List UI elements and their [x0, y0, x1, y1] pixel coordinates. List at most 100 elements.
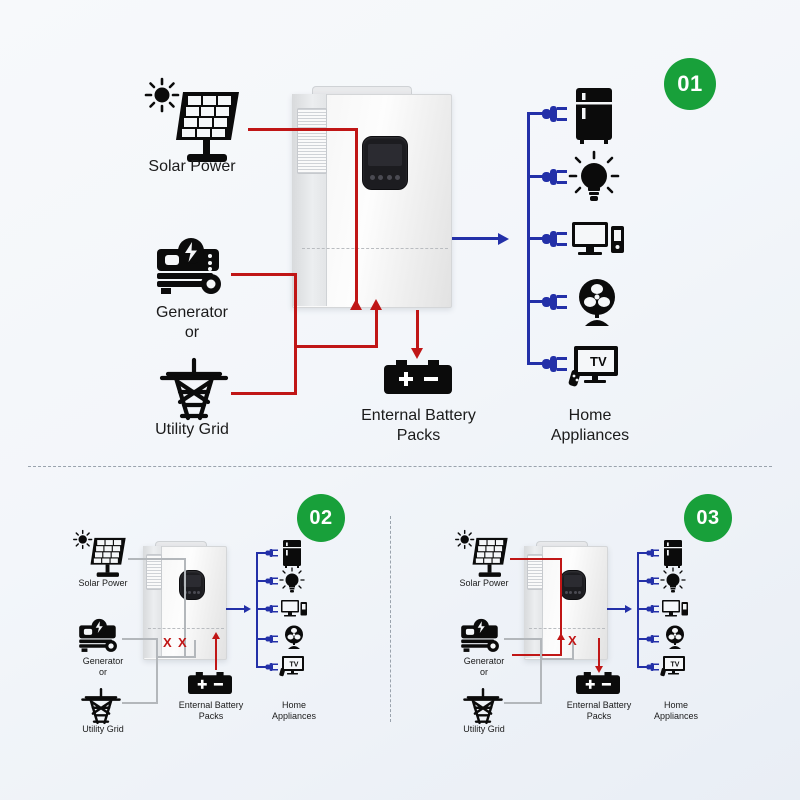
inverter-seam [302, 248, 448, 249]
refrigerator-icon [663, 540, 683, 568]
wire-solar-horizontal-inactive [128, 558, 186, 560]
load-bus-vertical [256, 552, 258, 668]
plug-icon-fan [646, 633, 660, 645]
load-branch-refrigerator [637, 552, 649, 554]
wire-grid-horizontal [231, 392, 297, 395]
plug-icon-light [542, 165, 568, 189]
wire-ac-bus-inactive [540, 658, 574, 660]
wire-grid-vertical-inactive [156, 656, 158, 704]
wire-generator-horizontal-inactive [504, 638, 542, 640]
inverter-unit [524, 541, 608, 660]
wire-inverter-to-loads [607, 608, 627, 610]
inverter-lcd [564, 575, 582, 587]
solar-power-label: Solar Power [148, 158, 236, 175]
wire-solar-horizontal [248, 128, 358, 131]
tv-icon: TV [279, 656, 306, 677]
wire-grid-horizontal-inactive [504, 702, 542, 704]
home-appliances-label: Home Appliances [550, 407, 630, 444]
inverter-handle [536, 541, 588, 549]
arrow-solar-into-inverter [350, 299, 362, 310]
battery-icon [576, 672, 620, 694]
wire-solar-vertical-inactive [184, 558, 186, 656]
wire-ac-bus-inactive [156, 656, 196, 658]
fan-icon [663, 625, 687, 649]
computer-icon [281, 600, 307, 617]
load-branch-fan [256, 638, 268, 640]
plug-icon-tv [542, 352, 568, 376]
battery-label: Enternal Battery Packs [178, 700, 244, 722]
plug-icon-tv [265, 661, 279, 673]
inverter-buttons [564, 590, 582, 595]
fan-icon [282, 625, 306, 649]
panel-badge-01: 01 [664, 58, 716, 110]
wire-inverter-to-loads [226, 608, 246, 610]
generator-icon [78, 618, 124, 654]
inverter-display-bezel [179, 570, 205, 600]
fan-icon [573, 278, 621, 326]
wire-ac-riser-inactive [572, 642, 574, 660]
inverter-seam [148, 628, 224, 629]
load-branch-fan [637, 638, 649, 640]
wire-solar-riser [560, 640, 562, 656]
solar-panel-icon [143, 77, 243, 164]
panel-badge-label: 03 [696, 506, 720, 529]
arrow-inverter-to-loads [625, 605, 632, 613]
load-branch-computer [256, 608, 268, 610]
plug-icon-fan [265, 633, 279, 645]
battery-label: Enternal Battery Packs [566, 700, 632, 722]
arrow-solar-into-inverter [557, 633, 565, 640]
arrow-inverter-to-battery [411, 348, 423, 359]
generator-icon [155, 237, 233, 297]
plug-icon-fan [542, 290, 568, 314]
battery-icon [188, 672, 232, 694]
refrigerator-icon [574, 88, 614, 144]
light-bulb-icon [279, 567, 305, 594]
inverter-buttons [368, 173, 402, 181]
block-mark: X [568, 633, 577, 648]
load-branch-computer [527, 237, 545, 240]
generator-label: Generator or [82, 656, 124, 678]
utility-grid-icon [80, 687, 122, 725]
wire-solar-bottom-run [512, 654, 562, 656]
wire-solar-horizontal [510, 558, 562, 560]
light-bulb-icon [660, 567, 686, 594]
solar-panel-icon [454, 529, 510, 578]
wire-inverter-to-loads [452, 237, 500, 240]
horizontal-divider [28, 466, 772, 467]
panel-badge-label: 02 [309, 506, 333, 529]
load-branch-refrigerator [527, 112, 545, 115]
inverter-vent [146, 554, 162, 590]
load-branch-fan [527, 300, 545, 303]
computer-icon [572, 222, 624, 256]
block-mark-left: X [163, 635, 172, 650]
panel-01: 01 [143, 58, 716, 444]
wire-grid-vertical-inactive [540, 658, 542, 704]
utility-grid-label: Utility Grid [463, 724, 505, 734]
wire-generator-vertical [294, 273, 297, 348]
inverter-handle [155, 541, 207, 549]
utility-grid-label: Utility Grid [82, 724, 124, 734]
plug-icon-computer [265, 603, 279, 615]
panel-02: 02 Solar Power [0, 470, 390, 800]
home-appliances-label: Home Appliances [271, 700, 317, 722]
generator-icon [460, 618, 506, 654]
wire-ac-riser-inactive [194, 640, 196, 658]
plug-icon-light [646, 575, 660, 587]
plug-icon-refrigerator [646, 547, 660, 559]
wire-grid-vertical [294, 345, 297, 395]
plug-icon-tv [646, 661, 660, 673]
panel-badge-03: 03 [684, 494, 732, 542]
refrigerator-icon [282, 540, 302, 568]
battery-label: Enternal Battery Packs [361, 407, 476, 444]
load-branch-light [256, 580, 268, 582]
utility-grid-label: Utility Grid [155, 421, 229, 438]
wire-ac-bus-vertical [375, 310, 378, 348]
vertical-divider [390, 516, 391, 722]
light-bulb-icon [568, 150, 620, 204]
plug-icon-light [265, 575, 279, 587]
inverter-vent [527, 554, 543, 590]
plug-icon-refrigerator [265, 547, 279, 559]
computer-icon [662, 600, 688, 617]
wire-solar-vertical [560, 558, 562, 656]
